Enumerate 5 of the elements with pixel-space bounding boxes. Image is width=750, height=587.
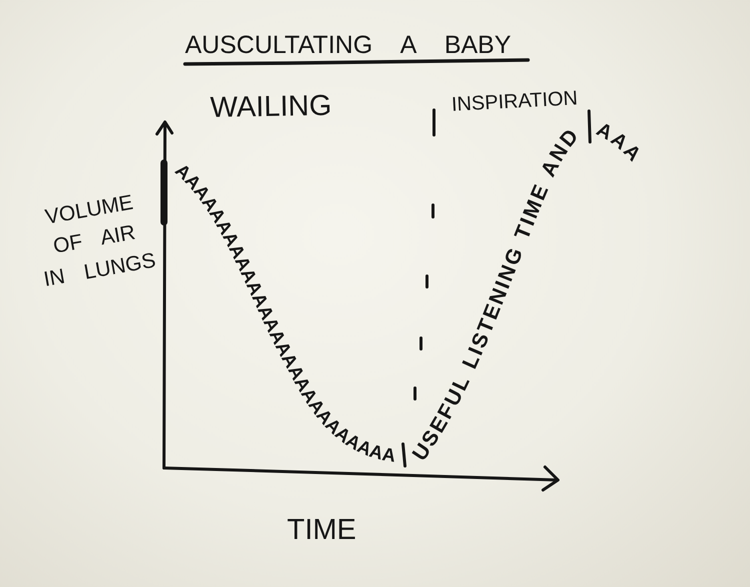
- axis-label: TIME: [287, 516, 356, 545]
- phase-label: INSPIRATION: [451, 88, 578, 115]
- axis-label: VOLUME OF AIR IN LUNGS: [40, 190, 158, 294]
- phase-label: WAILING: [210, 92, 332, 123]
- title: AUSCULTATING A BABY: [185, 33, 512, 58]
